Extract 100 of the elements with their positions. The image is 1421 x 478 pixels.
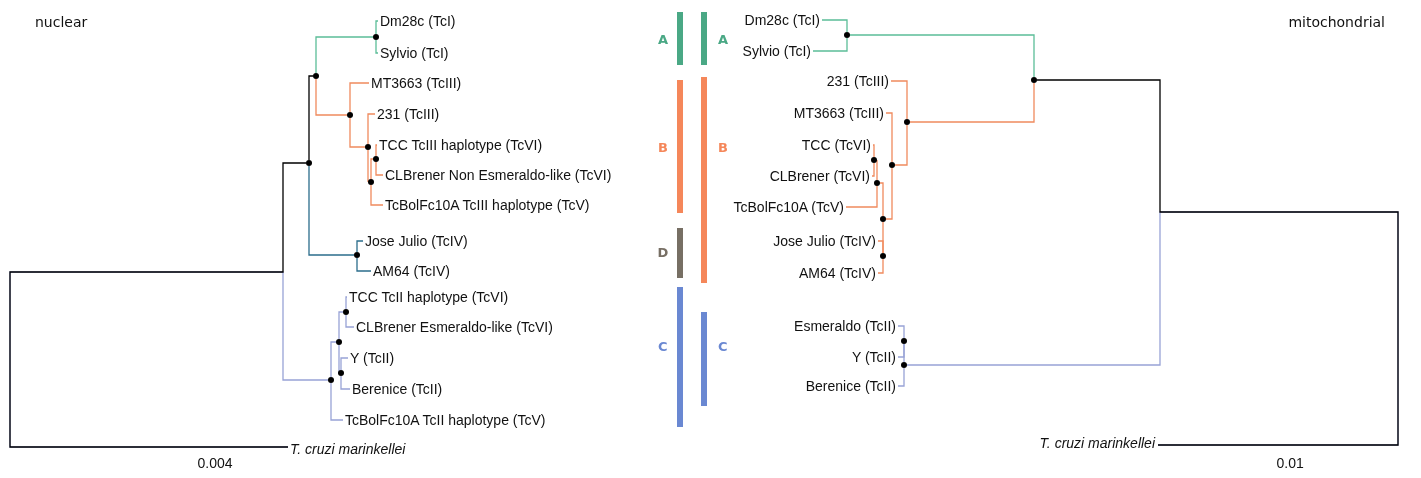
tree-branch <box>890 80 908 120</box>
node-dot <box>880 216 886 222</box>
tree-branch <box>375 144 378 157</box>
node-dot <box>1031 77 1037 83</box>
node-dot <box>306 160 312 166</box>
tree-branch <box>356 240 364 253</box>
node-dot <box>343 309 349 315</box>
node-dot <box>889 162 895 168</box>
tree-branch <box>821 19 848 33</box>
clade-letter: A <box>658 31 669 49</box>
taxon-label: Y (TcII) <box>851 348 896 366</box>
scale-value: 0.01 <box>1276 454 1304 472</box>
tree-branch <box>845 185 878 208</box>
taxon-label: Esmeraldo (TcII) <box>794 317 896 335</box>
node-dot <box>347 112 353 118</box>
node-dot <box>336 339 342 345</box>
panel-title: mitochondrial <box>1288 13 1385 31</box>
taxon-label: CLBrener (TcVI) <box>769 167 870 185</box>
tree-branch <box>849 34 1035 78</box>
taxon-label: MT3663 (TcIII) <box>371 74 462 92</box>
tree-branch <box>330 382 344 421</box>
taxon-label: Dm28c (TcI) <box>380 12 456 30</box>
taxon-label: AM64 (TcIV) <box>373 262 450 280</box>
clade-letter: B <box>718 139 728 157</box>
tree-branch <box>876 159 878 181</box>
tree-branch <box>315 36 374 74</box>
tree-branch <box>897 367 905 387</box>
taxon-label: CLBrener Non Esmeraldo-like (TcVI) <box>385 166 612 184</box>
node-dot <box>373 156 379 162</box>
scale-value: 0.004 <box>197 454 233 472</box>
node-dot <box>313 73 319 79</box>
node-dot <box>844 32 850 38</box>
node-dot <box>365 144 371 150</box>
outgroup-label: T. cruzi marinkellei <box>1039 434 1155 452</box>
taxon-label: AM64 (TcIV) <box>799 264 876 282</box>
tree-branch <box>330 341 337 378</box>
node-dot <box>901 338 907 344</box>
node-dot <box>874 180 880 186</box>
taxon-label: Dm28c (TcI) <box>744 11 820 29</box>
clade-letter: D <box>657 244 669 262</box>
tree-branch <box>345 314 355 328</box>
clade-letter: B <box>658 139 668 157</box>
node-dot <box>880 253 886 259</box>
node-dot <box>871 157 877 163</box>
tree-branch <box>877 258 884 274</box>
taxon-label: Berenice (TcII) <box>352 380 443 398</box>
taxon-label: TcBolFc10A TcII haplotype (TcV) <box>345 411 546 429</box>
node-dot <box>373 34 379 40</box>
tree-branch <box>340 357 349 371</box>
tree-branch <box>315 78 348 116</box>
tree-branch <box>812 37 848 52</box>
node-dot <box>354 252 360 258</box>
taxon-label: 231 (TcIII) <box>826 72 889 90</box>
tree-branch <box>897 343 905 358</box>
tree-branch <box>367 149 369 183</box>
tree-branch <box>345 296 348 310</box>
panel-title: nuclear <box>35 13 88 31</box>
taxon-label: TCC TcII haplotype (TcVI) <box>349 288 509 306</box>
taxon-label: 231 (TcIII) <box>377 105 440 123</box>
outgroup-label: T. cruzi marinkellei <box>290 440 406 458</box>
tree-branch <box>877 240 884 254</box>
taxon-label: TCC TcIII haplotype (TcVI) <box>379 136 543 154</box>
taxon-label: CLBrener Esmeraldo-like (TcVI) <box>356 318 553 336</box>
taxon-label: Y (TcII) <box>350 349 395 367</box>
taxon-label: Sylvio (TcI) <box>380 44 449 62</box>
tree-branch <box>894 124 908 166</box>
tree-branch <box>308 75 314 161</box>
node-dot <box>368 179 374 185</box>
tree-branch <box>9 162 307 448</box>
node-dot <box>904 119 910 125</box>
tree-branch <box>872 144 875 158</box>
tree-branch <box>338 311 344 340</box>
tree-branch <box>885 167 893 220</box>
taxon-label: TcBolFc10A TcIII haplotype (TcV) <box>385 196 590 214</box>
tree-branch <box>367 113 376 145</box>
tree-branch <box>349 82 370 113</box>
tree-branch <box>879 182 884 217</box>
node-dot <box>338 370 344 376</box>
taxon-label: Jose Julio (TcIV) <box>365 232 468 250</box>
tree-branch <box>340 375 351 390</box>
clade-letter: A <box>718 31 729 49</box>
taxon-label: Jose Julio (TcIV) <box>773 232 876 250</box>
taxon-label: Berenice (TcII) <box>805 377 896 395</box>
tree-branch <box>349 117 366 148</box>
tree-branch <box>370 184 384 206</box>
tree-branch <box>370 158 374 180</box>
tree-branch <box>897 325 905 339</box>
taxon-label: TcBolFc10A (TcV) <box>733 198 844 216</box>
taxon-label: TCC (TcVI) <box>801 136 871 154</box>
tree-branch <box>1036 79 1399 446</box>
taxon-label: Sylvio (TcI) <box>742 42 811 60</box>
tree-branch <box>308 165 355 256</box>
node-dot <box>901 362 907 368</box>
tree-branch <box>375 20 379 35</box>
tree-branch <box>909 82 1035 123</box>
node-dot <box>328 377 334 383</box>
tree-branch <box>375 39 379 54</box>
tree-branch <box>885 112 893 163</box>
taxon-label: MT3663 (TcIII) <box>793 104 884 122</box>
tree-branch <box>375 161 384 176</box>
